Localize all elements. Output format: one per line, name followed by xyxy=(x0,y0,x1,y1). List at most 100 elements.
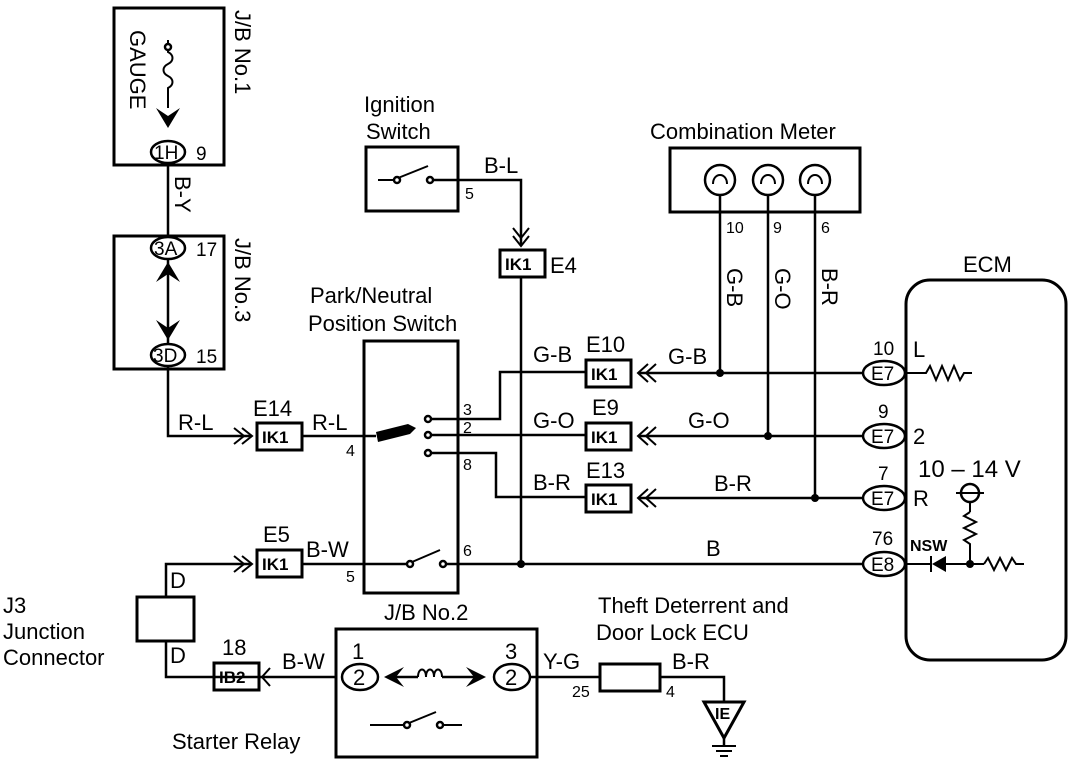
wire-rl-right-label: R-L xyxy=(312,410,347,435)
j3-pin-bottom: D xyxy=(170,643,186,668)
svg-text:2: 2 xyxy=(505,665,517,690)
svg-text:E8: E8 xyxy=(871,555,894,576)
svg-text:IK1: IK1 xyxy=(505,255,531,274)
wire-br-left-label: B-R xyxy=(533,470,571,495)
jb2-arrow-left xyxy=(384,667,404,687)
j3-junction-connector: J3 Junction Connector D D xyxy=(3,568,196,670)
svg-text:IB2: IB2 xyxy=(219,668,245,687)
jb1-pin: 9 xyxy=(196,144,207,165)
svg-text:10: 10 xyxy=(873,339,894,360)
svg-text:R: R xyxy=(913,486,929,511)
ecm-connector-row-2 xyxy=(861,422,907,450)
ecm: ECM E7 10 L E7 9 2 10 – 14 V E7 7 R E8 7… xyxy=(861,252,1068,662)
wire-gb-vert-label: G-B xyxy=(722,268,747,307)
svg-text:E7: E7 xyxy=(871,364,894,385)
connector-e14-name: E14 xyxy=(253,396,292,421)
connector-e4-name: E4 xyxy=(550,253,577,278)
wire-br-right-label: B-R xyxy=(714,471,752,496)
jb1-label: J/B No.1 xyxy=(230,10,255,94)
jb3-arrow-down xyxy=(156,320,180,340)
meter-label: Combination Meter xyxy=(650,119,836,144)
ignition-label-1: Ignition xyxy=(364,92,435,117)
relay-coil xyxy=(417,668,443,678)
jb1-block: J/B No.1 GAUGE 1H 9 xyxy=(112,6,255,167)
meter-pin-6: 6 xyxy=(821,220,830,237)
theft-label-1: Theft Deterrent and xyxy=(598,593,789,618)
svg-text:9: 9 xyxy=(878,402,889,423)
ecm-voltage: 10 – 14 V xyxy=(918,456,1021,483)
j3-label-3: Connector xyxy=(3,645,105,670)
meter-lamp-1 xyxy=(703,163,737,197)
meter-pin-10: 10 xyxy=(726,220,744,237)
svg-text:IK1: IK1 xyxy=(591,365,617,384)
gauge-fuse-label: GAUGE xyxy=(125,30,150,109)
wire-bl-label: B-L xyxy=(484,153,518,178)
connector-e10-name: E10 xyxy=(586,332,625,357)
wire-by-label: B-Y xyxy=(170,176,195,213)
connector-18: IB2 18 xyxy=(212,635,261,692)
wire-gb-right-label: G-B xyxy=(668,344,707,369)
meter-pin-9: 9 xyxy=(773,220,782,237)
wire-br-theft-label: B-R xyxy=(672,649,710,674)
wire-br-vert-label: B-R xyxy=(817,268,842,306)
wire-go-left-label: G-O xyxy=(533,408,575,433)
pnp-pin-8: 8 xyxy=(463,457,472,474)
ignition-pin: 5 xyxy=(465,186,474,203)
j3-label-2: Junction xyxy=(3,619,85,644)
ignition-switch: Ignition Switch 5 xyxy=(364,92,474,213)
connector-e4: IK1 E4 xyxy=(498,248,577,279)
wire-go-vert-label: G-O xyxy=(770,268,795,310)
wire-rl-left-label: R-L xyxy=(178,410,213,435)
connector-e5-name: E5 xyxy=(263,522,290,547)
svg-text:IK1: IK1 xyxy=(262,555,288,574)
svg-text:IK1: IK1 xyxy=(262,428,288,447)
ignition-label-2: Switch xyxy=(366,119,431,144)
svg-text:7: 7 xyxy=(878,464,889,485)
svg-text:2: 2 xyxy=(353,665,365,690)
connector-e5: IK1 E5 xyxy=(255,522,304,579)
gauge-fuse xyxy=(162,40,174,108)
jb3-top-pin: 17 xyxy=(196,240,217,261)
pnp-slider xyxy=(376,424,416,442)
jb2-arrow-right xyxy=(466,667,486,687)
connector-e9-name: E9 xyxy=(592,395,619,420)
pnp-pin-5: 5 xyxy=(346,569,355,586)
jb2-pin-right: 3 xyxy=(505,639,517,664)
wire-bw-top-label: B-W xyxy=(306,537,349,562)
jb3-block: J/B No.3 3A 17 3D 15 xyxy=(112,234,255,371)
jb3-top-connector-label: 3A xyxy=(154,239,178,260)
jb2-pin-left: 1 xyxy=(352,639,364,664)
meter-lamp-2 xyxy=(751,163,785,197)
j3-label-1: J3 xyxy=(3,593,26,618)
ground-ie: IE xyxy=(701,700,747,757)
connector-18-name: 18 xyxy=(222,635,246,660)
theft-pin-in: 25 xyxy=(572,684,590,701)
jb2-label: J/B No.2 xyxy=(384,600,468,625)
wire-b-label: B xyxy=(706,536,721,561)
pnp-pin-4: 4 xyxy=(346,443,355,460)
jb2-block: J/B No.2 1 3 2 2 xyxy=(334,600,539,759)
wire-go-right-label: G-O xyxy=(688,408,730,433)
wire-bw-bottom-label: B-W xyxy=(282,649,325,674)
pnp-pin-2: 2 xyxy=(463,420,472,437)
pnp-label-2: Position Switch xyxy=(308,311,457,336)
jb3-bottom-pin: 15 xyxy=(196,347,217,368)
ecm-label: ECM xyxy=(963,252,1012,277)
svg-text:IK1: IK1 xyxy=(591,490,617,509)
ecm-diode xyxy=(932,556,946,572)
pnp-label-1: Park/Neutral xyxy=(310,283,432,308)
jb3-arrow-up xyxy=(156,262,180,282)
ecm-nsw-label: NSW xyxy=(910,538,948,555)
pnp-pin-6: 6 xyxy=(463,543,472,560)
connector-e13: IK1 E13 xyxy=(584,458,633,514)
svg-text:L: L xyxy=(913,337,925,362)
connector-e10: IK1 E10 xyxy=(584,332,633,389)
wire-gb-left-label: G-B xyxy=(533,342,572,367)
svg-text:76: 76 xyxy=(872,529,893,550)
connector-e14: IK1 E14 xyxy=(253,396,304,452)
park-neutral-switch: Park/Neutral Position Switch 4 3 2 8 6 5 xyxy=(308,283,472,595)
jb3-bottom-connector-label: 3D xyxy=(153,346,177,367)
jb2-left-connector xyxy=(340,662,380,692)
combination-meter: Combination Meter 10 9 6 xyxy=(650,119,862,237)
